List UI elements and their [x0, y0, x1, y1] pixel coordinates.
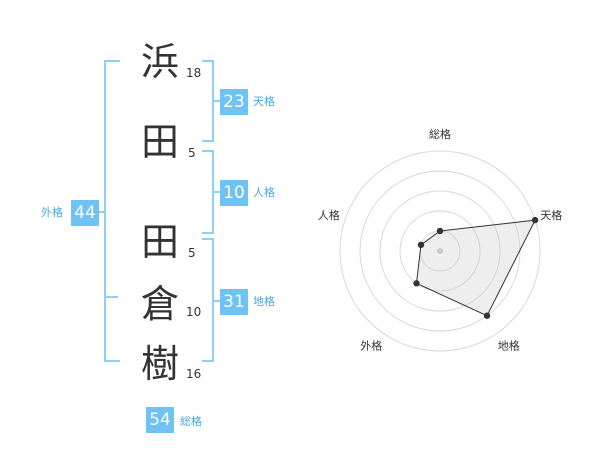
name-char-5: 樹: [140, 342, 179, 386]
gaikaku-bracket-tick-mid: [106, 296, 118, 298]
radar-axis-label-3: 地格: [498, 339, 520, 353]
radar-grid-ring-2: [399, 210, 481, 292]
jinkaku-value: 10: [220, 180, 248, 206]
radar-axis-label-4: 外格: [360, 339, 382, 353]
radar-point-4: [413, 280, 420, 287]
soukaku-label: 総格: [180, 415, 202, 428]
radar-axis-label-2: 天格: [540, 208, 562, 222]
chikaku-value: 31: [220, 289, 248, 315]
name-char-2: 田: [140, 120, 179, 164]
gaikaku-value: 44: [71, 200, 99, 226]
stroke-count-5: 16: [186, 367, 202, 381]
gaikaku-label: 外格: [41, 206, 63, 219]
radar-axis-label-5: 人格: [318, 208, 340, 222]
radar-axis-label-1: 総格: [429, 127, 451, 141]
stroke-count-1: 18: [186, 66, 202, 80]
gaikaku-bracket: [104, 60, 120, 362]
chikaku-label: 地格: [253, 295, 275, 308]
radar-grid-ring-3: [379, 190, 501, 312]
name-char-1: 浜: [140, 40, 179, 84]
name-char-3: 田: [140, 220, 179, 264]
tenkaku-bracket: [202, 60, 214, 142]
tenkaku-label: 天格: [253, 95, 275, 108]
radar-point-5: [417, 241, 425, 249]
jinkaku-bracket-tick: [214, 191, 220, 193]
radar-point-1: [436, 227, 444, 235]
tenkaku-value: 23: [220, 89, 248, 115]
tenkaku-bracket-tick: [214, 100, 220, 102]
chikaku-bracket-tick: [214, 300, 220, 302]
radar-grid-ring-5: [339, 150, 541, 352]
name-char-4: 倉: [140, 282, 179, 326]
stroke-count-4: 10: [186, 305, 202, 319]
jinkaku-label: 人格: [253, 186, 275, 199]
chikaku-bracket: [202, 238, 214, 362]
gaikaku-bracket-tick: [98, 211, 104, 213]
jinkaku-bracket: [202, 150, 214, 234]
radar-data-polygon: [415, 219, 536, 317]
radar-center-dot: [437, 248, 443, 254]
radar-point-3: [483, 312, 491, 319]
stroke-count-2: 5: [188, 146, 196, 160]
soukaku-value: 54: [146, 407, 174, 433]
stroke-count-3: 5: [188, 246, 196, 260]
radar-point-2: [531, 216, 539, 224]
